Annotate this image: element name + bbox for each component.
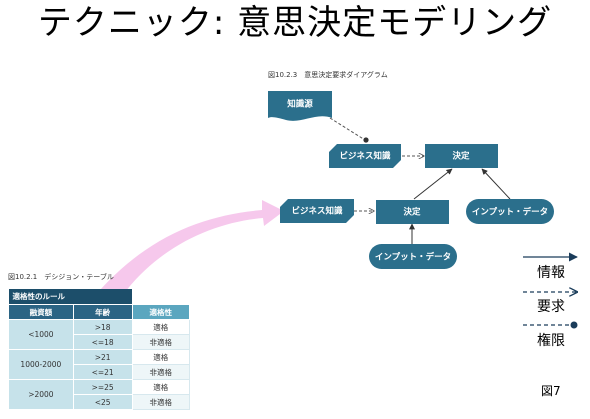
age-cell: >18 (72, 319, 133, 335)
result-cell: 適格 (131, 379, 191, 395)
header-eligibility: 適格性 (131, 304, 191, 320)
business-knowledge-top-label: ビジネス知識 (339, 151, 391, 162)
result-cell: 非適格 (131, 334, 191, 350)
business-knowledge-top-shape (329, 144, 401, 168)
header-amount: 融資額 (8, 304, 74, 320)
decision-mid-shape (376, 200, 449, 224)
decision-mid-label: 決定 (403, 207, 421, 218)
connector-ks-to-bk (329, 117, 366, 141)
result-cell: 適格 (131, 349, 191, 365)
input-data-bottom-shape (369, 244, 457, 269)
legend-requirement-label: 要求 (537, 299, 565, 315)
knowledge-source-shape (268, 91, 332, 121)
age-cell: <=18 (72, 334, 133, 350)
table-row: <1000 >18 適格 (8, 319, 191, 350)
connector-input-right-to-top (481, 168, 511, 200)
age-cell: <25 (72, 394, 133, 410)
slide-title: テクニック: 意思決定モデリング (37, 3, 553, 43)
age-cell: <=21 (72, 364, 133, 380)
legend-authority-label: 権限 (537, 333, 565, 349)
amount-cell: <1000 (8, 319, 74, 350)
table-row: <25 非適格 (9, 394, 191, 410)
decision-table-caption: 図10.2.1 デシジョン・テーブル (8, 273, 114, 281)
table-row: <=21 非適格 (9, 364, 191, 380)
legend-authority-dot (570, 321, 578, 329)
result-cell: 非適格 (131, 394, 191, 410)
figure-label: 図7 (541, 384, 561, 398)
age-cell: >21 (72, 349, 133, 365)
knowledge-source-label: 知識源 (287, 99, 313, 110)
age-cell: >=25 (72, 379, 133, 395)
business-knowledge-left-shape (280, 199, 354, 223)
legend-information-label: 情報 (537, 265, 565, 281)
input-data-bottom-label: インプット・データ (375, 252, 451, 263)
input-data-right-label: インプット・データ (472, 207, 548, 218)
table-row: <=18 非適格 (9, 334, 191, 350)
decision-top-label: 決定 (452, 151, 470, 162)
decision-table: 適格性のルール 融資額 年齢 適格性 <1000 >18 適格 <=18 非適格… (8, 289, 191, 410)
result-cell: 非適格 (131, 364, 191, 380)
drd-caption: 図10.2.3 意思決定要求ダイアグラム (268, 71, 388, 79)
pink-curved-arrow (100, 200, 284, 296)
table-name: 適格性のルール (8, 289, 133, 305)
table-row: >2000 >=25 適格 (8, 379, 191, 410)
connector-decision-mid-to-top (413, 168, 453, 200)
header-age: 年齢 (72, 304, 133, 320)
decision-top-shape (425, 144, 498, 168)
amount-cell: >2000 (8, 379, 74, 410)
business-knowledge-left-label: ビジネス知識 (291, 206, 343, 217)
table-row: 1000-2000 >21 適格 (8, 349, 191, 380)
amount-cell: 1000-2000 (8, 349, 74, 380)
authority-dot (363, 137, 369, 143)
result-cell: 適格 (131, 319, 191, 335)
input-data-right-shape (466, 199, 554, 224)
